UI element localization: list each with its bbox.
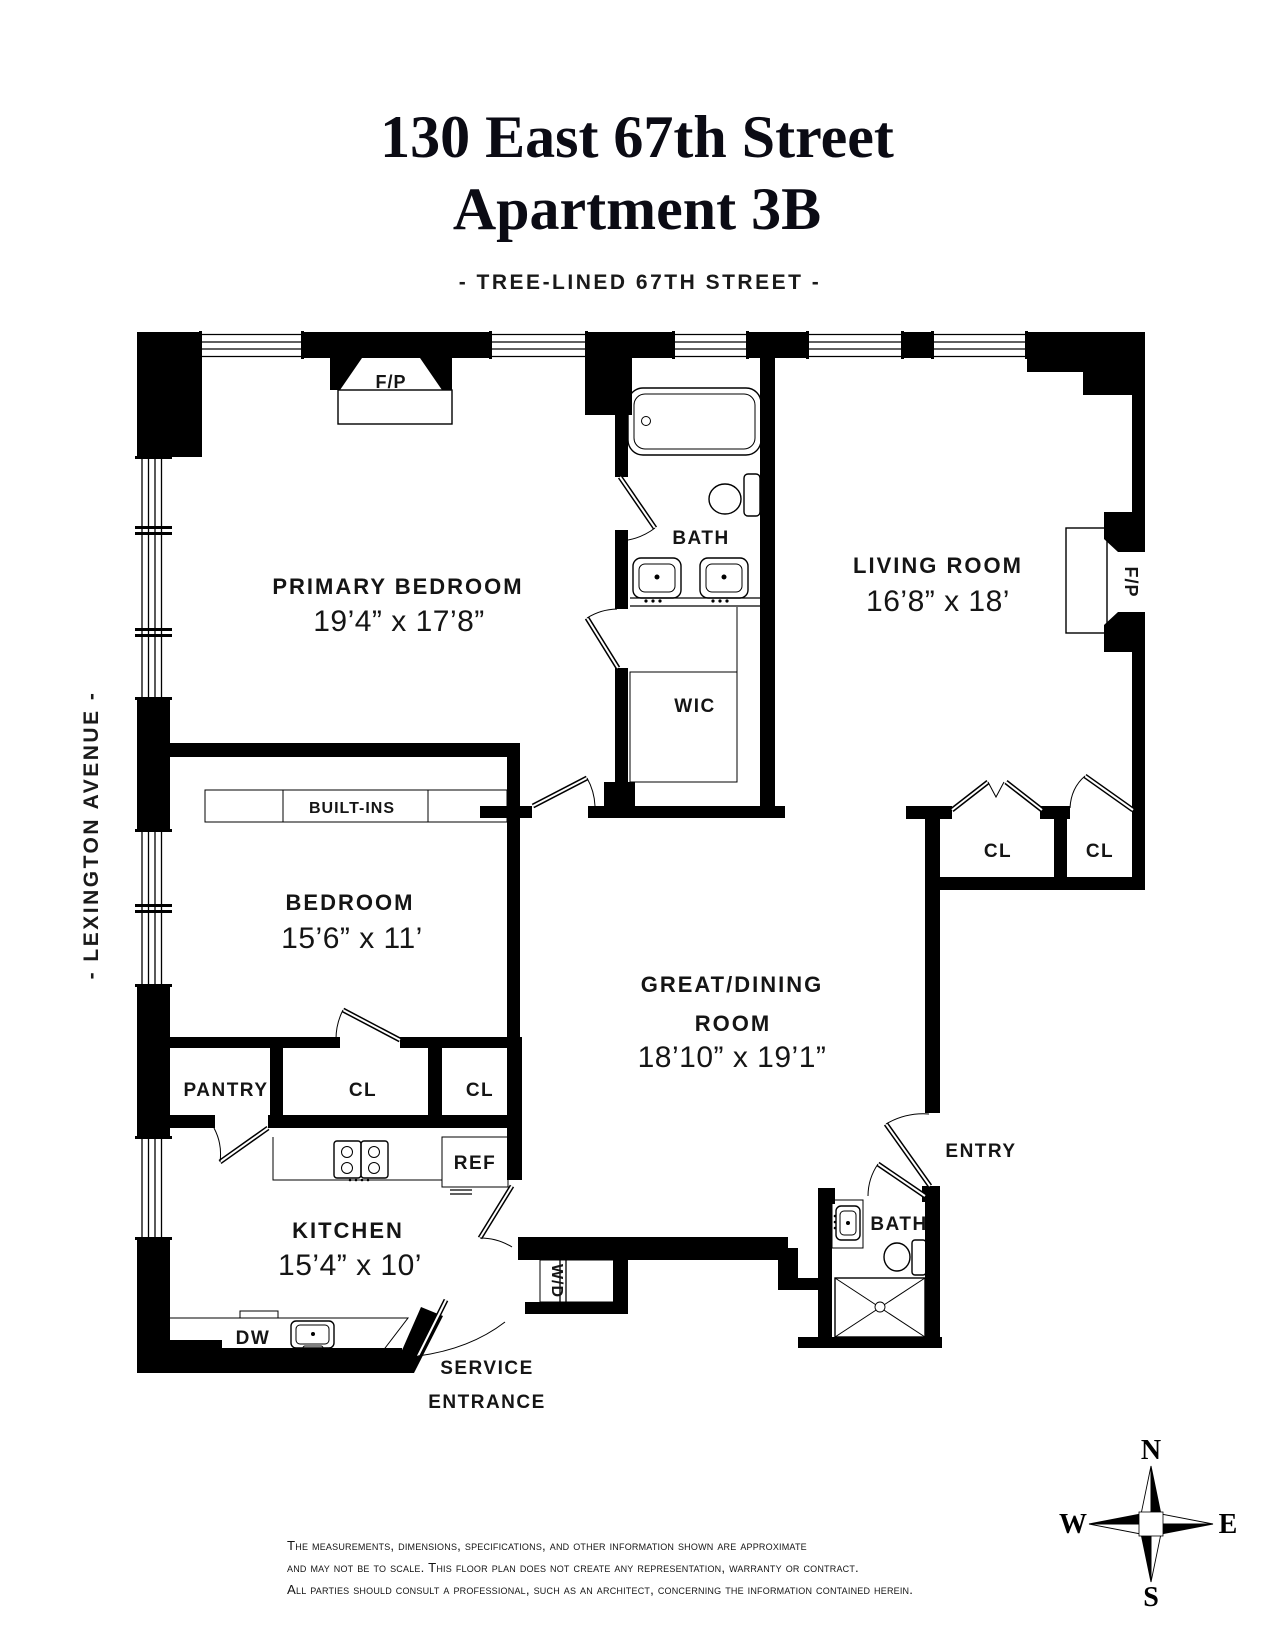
kitchen-upper-counter bbox=[272, 1137, 442, 1181]
pantry-door bbox=[213, 1125, 270, 1165]
disclaimer: The measurements, dimensions, specificat… bbox=[287, 1538, 913, 1597]
living-closet-2-door bbox=[1069, 773, 1135, 813]
service-entrance-door bbox=[415, 1298, 506, 1358]
great-dining-label-line2: ROOM bbox=[695, 1011, 771, 1036]
disclaimer-line2: and may not be to scale. This floor plan… bbox=[287, 1560, 859, 1575]
hearth-top bbox=[337, 389, 453, 425]
kitchen-sink bbox=[290, 1320, 335, 1352]
toilet-top bbox=[708, 473, 761, 517]
entry-label: ENTRY bbox=[945, 1141, 1016, 1162]
page-title-line1: 130 East 67th Street bbox=[380, 104, 894, 170]
entry-door bbox=[883, 1113, 933, 1188]
pantry-label: PANTRY bbox=[184, 1080, 269, 1101]
built-ins-label: BUILT-INS bbox=[309, 800, 395, 817]
primary-bedroom-label: PRIMARY BEDROOM bbox=[272, 574, 523, 599]
street-label-top: - TREE-LINED 67TH STREET - bbox=[459, 271, 822, 294]
bath-top-door bbox=[617, 475, 658, 542]
disclaimer-line1: The measurements, dimensions, specificat… bbox=[287, 1538, 807, 1553]
window-left-3 bbox=[135, 1136, 172, 1240]
window-top-2 bbox=[489, 331, 588, 359]
page-title-line2: Apartment 3B bbox=[453, 176, 821, 242]
window-left-1 bbox=[135, 456, 172, 700]
street-label-left: - LEXINGTON AVENUE - bbox=[80, 691, 103, 980]
refrigerator-box bbox=[441, 1136, 509, 1195]
kitchen-lower-counter bbox=[165, 1310, 410, 1353]
disclaimer-line3: All parties should consult a professiona… bbox=[287, 1582, 913, 1597]
window-top-1 bbox=[199, 331, 304, 359]
windows bbox=[135, 331, 1028, 1240]
header: 130 East 67th Street Apartment 3B - TREE… bbox=[80, 104, 894, 979]
window-top-4 bbox=[806, 331, 904, 359]
bath-lower-door bbox=[867, 1161, 927, 1199]
service-entrance-label-line1: SERVICE bbox=[440, 1358, 534, 1379]
compass-rose-icon: N S W E bbox=[1059, 1435, 1237, 1613]
washer-dryer-label: W/D bbox=[548, 1264, 565, 1298]
kitchen-label: KITCHEN bbox=[292, 1218, 404, 1243]
compass-east-label: E bbox=[1219, 1509, 1238, 1540]
wic-closet-outline bbox=[629, 607, 738, 783]
bedroom-door bbox=[335, 1007, 402, 1043]
compass-south-label: S bbox=[1143, 1582, 1159, 1613]
bedroom-dims: 15’6” x 11’ bbox=[281, 922, 423, 955]
wic-label: WIC bbox=[674, 696, 715, 717]
vanity-double-sinks bbox=[630, 557, 760, 607]
living-closet-1-label: CL bbox=[984, 841, 1012, 862]
hearth-living bbox=[1065, 527, 1108, 634]
bath-lower-label: BATH bbox=[870, 1214, 927, 1235]
bath-top-label: BATH bbox=[672, 528, 729, 549]
fireplace-living: F/P bbox=[1065, 512, 1145, 652]
great-dining-dims: 18’10” x 19’1” bbox=[638, 1041, 827, 1074]
kitchen-dims: 15’4” x 10’ bbox=[278, 1249, 422, 1282]
doors bbox=[213, 475, 1135, 1358]
wic-door bbox=[584, 608, 621, 670]
closet-2-label: CL bbox=[466, 1080, 494, 1101]
dishwasher-label: DW bbox=[236, 1328, 271, 1349]
window-top-3 bbox=[672, 331, 749, 359]
refrigerator-label: REF bbox=[454, 1153, 497, 1174]
vanity-sink-lower bbox=[831, 1199, 864, 1249]
fireplace-living-label: F/P bbox=[1121, 566, 1141, 597]
living-closet-2-label: CL bbox=[1086, 841, 1114, 862]
stove bbox=[333, 1140, 389, 1182]
primary-bedroom-door bbox=[531, 775, 596, 809]
great-dining-label-line1: GREAT/DINING bbox=[641, 972, 823, 997]
primary-bedroom-dims: 19’4” x 17’8” bbox=[313, 605, 485, 638]
compass-west-label: W bbox=[1059, 1509, 1087, 1540]
kitchen-corridor-door bbox=[477, 1184, 515, 1248]
living-room-dims: 16’8” x 18’ bbox=[866, 585, 1010, 618]
room-labels: PRIMARY BEDROOM 19’4” x 17’8” BATH WIC L… bbox=[184, 528, 1114, 1413]
fireplace-top-label: F/P bbox=[375, 372, 406, 392]
closet-1-label: CL bbox=[349, 1080, 377, 1101]
service-entrance-label-line2: ENTRANCE bbox=[428, 1392, 546, 1413]
living-room-label: LIVING ROOM bbox=[853, 553, 1023, 578]
living-closet-1-bifold bbox=[950, 780, 1044, 812]
compass-north-label: N bbox=[1141, 1435, 1161, 1466]
built-ins-shelving bbox=[204, 789, 508, 823]
bathtub bbox=[627, 387, 762, 456]
bedroom-label: BEDROOM bbox=[286, 890, 415, 915]
interior-walls bbox=[163, 358, 1145, 1348]
shower bbox=[834, 1277, 926, 1338]
bath-lower-fixtures bbox=[831, 1199, 927, 1338]
toilet-lower bbox=[883, 1239, 927, 1276]
window-left-2 bbox=[135, 829, 172, 987]
window-top-5 bbox=[931, 331, 1028, 359]
service-angled-wall bbox=[392, 1307, 443, 1373]
fireplace-top: F/P bbox=[330, 358, 453, 425]
washer-dryer bbox=[539, 1259, 616, 1303]
